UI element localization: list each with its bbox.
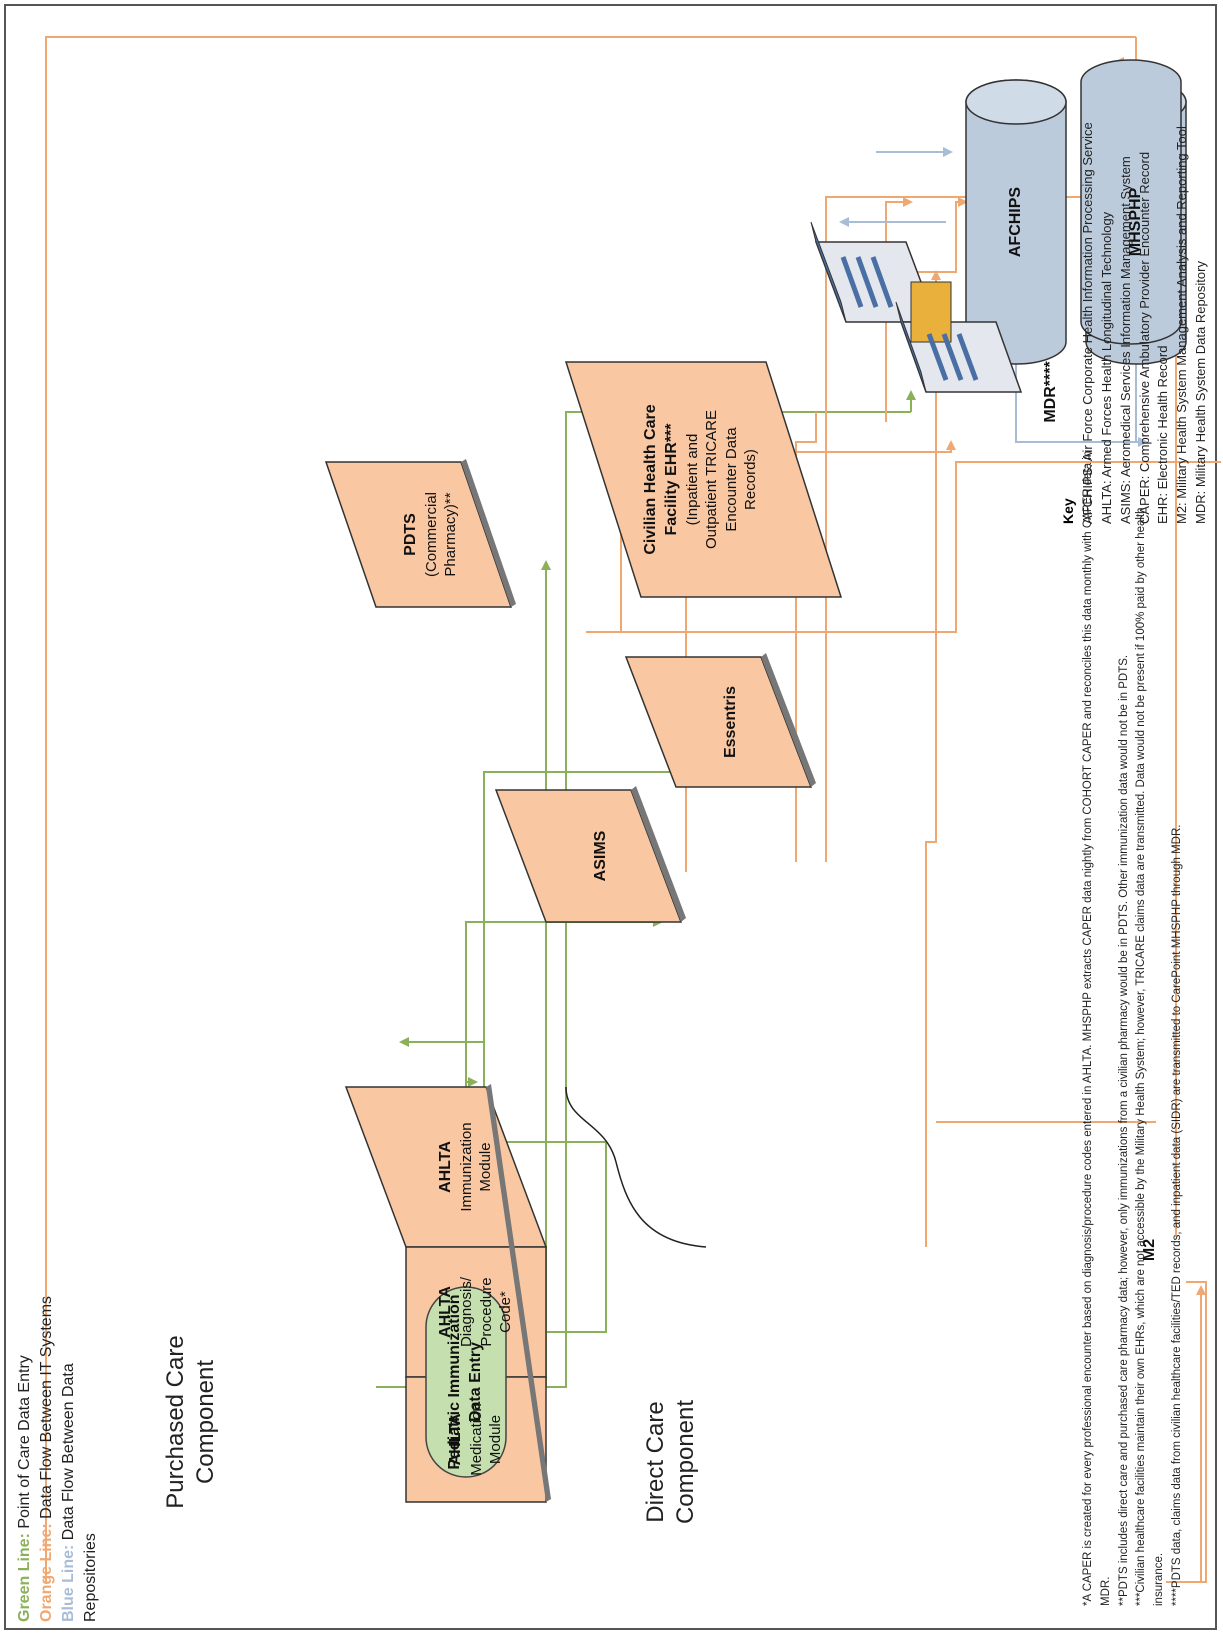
footnote-items: *A CAPER is created for every profession… xyxy=(1080,14,1187,1606)
direct-care-title: Direct Care Component xyxy=(642,1399,699,1525)
diagram-lines xyxy=(45,36,1221,1583)
repository-cylinders xyxy=(965,59,1187,365)
ahlta-brace xyxy=(565,1086,707,1248)
diagram-frame: Green Line: Point of Care Data Entry Ora… xyxy=(4,4,1221,1630)
footnote: **PDTS includes direct care and purchase… xyxy=(1117,654,1130,1606)
diagram-canvas: Green Line: Point of Care Data Entry Ora… xyxy=(6,6,1223,1642)
mdr-server-icon xyxy=(810,221,1023,393)
asims-label: ASIMS xyxy=(591,830,609,882)
essentris-label: Essentris xyxy=(721,685,739,759)
footnote-block: *A CAPER is created for every profession… xyxy=(1080,14,1215,1614)
system-boxes xyxy=(324,361,843,1503)
afchips-label: AFCHIPS xyxy=(1006,186,1024,258)
key-title: Key xyxy=(1060,498,1076,524)
footnote: *A CAPER is created for every profession… xyxy=(1082,450,1094,1606)
footnote: insurance. xyxy=(1153,1552,1166,1606)
entry-node xyxy=(425,1286,507,1478)
civilian-box xyxy=(564,361,843,598)
purchased-care-title: Purchased Care Component xyxy=(162,1335,219,1509)
footnote: ****PDTS data, claims data from civilian… xyxy=(1171,824,1184,1606)
footnote: MDR. xyxy=(1099,1576,1112,1606)
footnote: ***Civilian healthcare facilities mainta… xyxy=(1135,507,1148,1606)
line-legend: Green Line: Point of Care Data Entry Ora… xyxy=(16,1295,99,1622)
